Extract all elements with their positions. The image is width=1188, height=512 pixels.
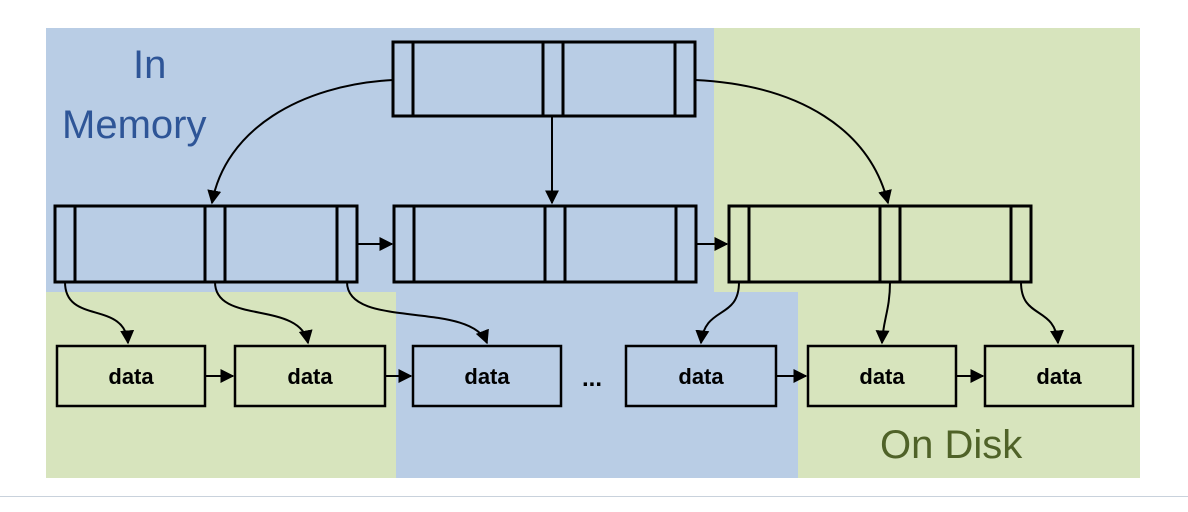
leaf-node: data	[233, 344, 387, 408]
arrow-to-leaf-4	[695, 281, 740, 345]
leaf-node: data	[983, 344, 1135, 408]
regions	[46, 28, 1140, 478]
arrow-to-leaf-1	[64, 281, 135, 345]
leaf-node: data	[624, 344, 778, 408]
leaf-label: data	[1036, 364, 1082, 389]
in-memory-label-line2: Memory	[62, 103, 206, 147]
arrow-root-to-right	[694, 79, 892, 205]
arrows-root	[207, 79, 892, 205]
arrow-to-leaf-5	[875, 281, 891, 345]
arrows-to-leaves	[64, 281, 1064, 345]
in-memory-label-line1: In	[133, 43, 166, 87]
root-node	[391, 40, 697, 118]
leaf-label: data	[108, 364, 154, 389]
ellipsis: ...	[582, 365, 602, 392]
leaf-node: data	[411, 344, 563, 408]
on-disk-label: On Disk	[880, 423, 1023, 467]
leaf-label: data	[859, 364, 905, 389]
leaf-node: data	[55, 344, 207, 408]
arrow-to-leaf-3	[346, 281, 489, 345]
arrow-to-leaf-6	[1020, 281, 1064, 345]
leaf-node: data	[806, 344, 958, 408]
arrow-root-to-left	[207, 79, 394, 205]
leaf-nodes: data data data data data data	[55, 344, 1135, 408]
leaf-label: data	[464, 364, 510, 389]
internal-node-right	[727, 204, 1033, 284]
leaf-label: data	[287, 364, 333, 389]
bottom-divider	[0, 496, 1188, 497]
leaf-label: data	[678, 364, 724, 389]
arrow-to-leaf-2	[214, 281, 313, 345]
